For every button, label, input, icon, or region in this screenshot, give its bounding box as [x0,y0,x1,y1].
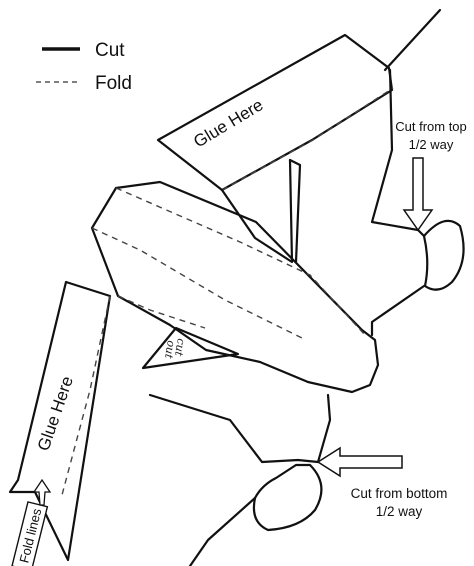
lower-right-edge [316,393,332,464]
bottom-nose-lobe [252,463,323,532]
top-glue-tab-outline [156,33,394,192]
cut-out-label-2: out [162,339,178,360]
cut-bottom-label-2: 1/2 way [376,504,423,519]
left-glue-fold-line [61,295,111,496]
right-lower-edge [370,284,426,337]
up-arrow-icon [32,478,52,506]
legend-fold-label: Fold [95,73,132,94]
fold-lines-label-box: Fold lines [11,478,52,566]
cut-top-annotation: Cut from top 1/2 way [395,119,467,232]
lower-wing-inner-edge [148,393,320,464]
upper-fin [288,158,302,264]
upper-body-outline [220,8,465,337]
upper-edge [383,8,442,72]
cut-out-triangle: cut out [141,326,240,370]
cut-top-label-1: Cut from top [395,119,467,134]
cut-out-outline [141,326,240,370]
left-arrow-icon [316,446,403,478]
upper-right-edge [370,68,426,238]
fuselage-outline [90,180,380,394]
top-glue-label: Glue Here [190,95,266,151]
cut-bottom-label-1: Cut from bottom [351,486,448,501]
top-glue-fold-line [221,87,394,191]
fuselage-fold-middle [91,227,303,339]
legend-cut-label: Cut [95,40,125,61]
cut-top-label-2: 1/2 way [409,137,454,152]
cut-bottom-annotation: Cut from bottom 1/2 way [316,446,448,519]
fuselage-fold-top [115,187,366,336]
fuselage-fold-lower [117,295,206,329]
down-arrow-icon [402,157,434,232]
bottom-edge [188,496,257,566]
fuselage [90,180,380,394]
legend: Cut Fold [36,40,132,94]
fold-lines-box [11,501,49,566]
top-nose-lobe [422,219,465,291]
top-glue-tab: Glue Here [156,33,394,192]
cut-out-label-1: cut [172,337,188,357]
